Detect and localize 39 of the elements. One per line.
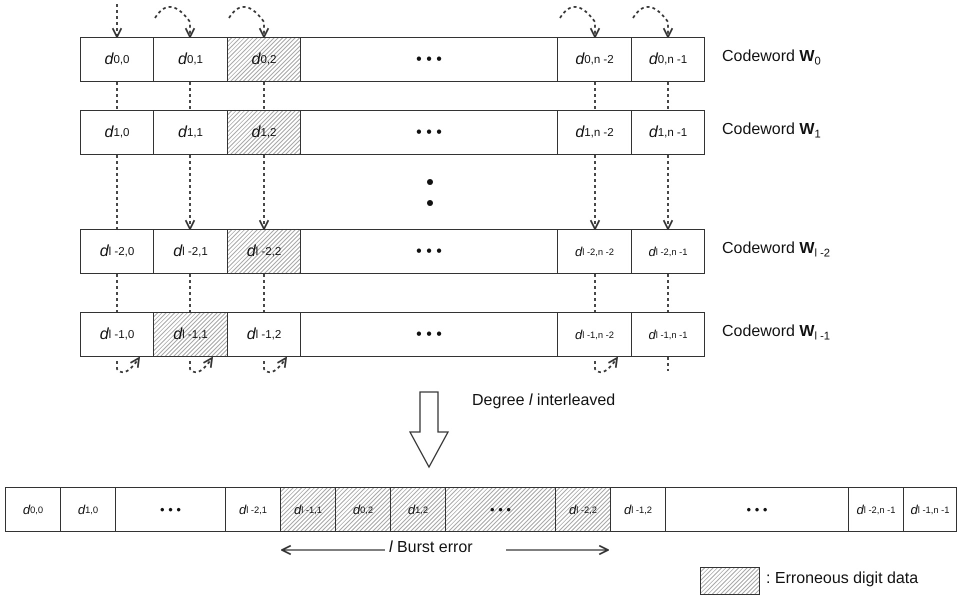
dashed-line	[667, 357, 669, 371]
dashed-arrow	[590, 155, 600, 230]
dashed-line	[667, 82, 669, 110]
data-cell: • • •	[300, 229, 558, 274]
data-cell: • • •	[300, 312, 558, 357]
data-cell: • • •	[665, 487, 849, 532]
dashed-line	[189, 274, 191, 312]
codeword-label: Codeword W$_{l -2}$	[722, 240, 830, 260]
dashed-arrow	[263, 357, 287, 374]
dashed-line	[116, 82, 118, 110]
dimension-label: l Burst error	[389, 539, 473, 557]
dashed-line	[189, 82, 191, 110]
dashed-line	[116, 155, 118, 229]
dashed-arrow	[112, 4, 122, 38]
codeword-label: Codeword W$_{0}$	[722, 48, 821, 68]
data-cell: • • •	[300, 110, 558, 155]
dashed-arrow	[116, 357, 140, 374]
data-cell: • • •	[115, 487, 226, 532]
arrow-label: Degree l interleaved	[472, 392, 616, 410]
dashed-arrow	[559, 6, 600, 38]
dashed-line	[116, 274, 118, 312]
codeword-label: Codeword W$_{l -1}$	[722, 323, 830, 342]
dashed-arrow	[594, 357, 618, 374]
legend-label: : Erroneous digit data	[766, 570, 918, 588]
dashed-arrow	[228, 6, 270, 38]
codeword-label: Codeword W$_{1}$	[722, 121, 821, 140]
dashed-arrow	[258, 155, 270, 230]
dashed-arrow	[662, 155, 674, 230]
dashed-line	[594, 274, 596, 312]
dashed-line	[667, 274, 669, 312]
dashed-arrow	[189, 357, 213, 374]
erroneous-data-cell: • • •	[445, 487, 556, 532]
dashed-line	[263, 82, 265, 110]
dashed-arrow	[632, 6, 674, 38]
dashed-arrow	[154, 6, 196, 38]
data-cell: • • •	[300, 37, 558, 82]
dashed-line	[263, 274, 265, 312]
dashed-line	[594, 82, 596, 110]
dashed-arrow	[184, 155, 196, 230]
